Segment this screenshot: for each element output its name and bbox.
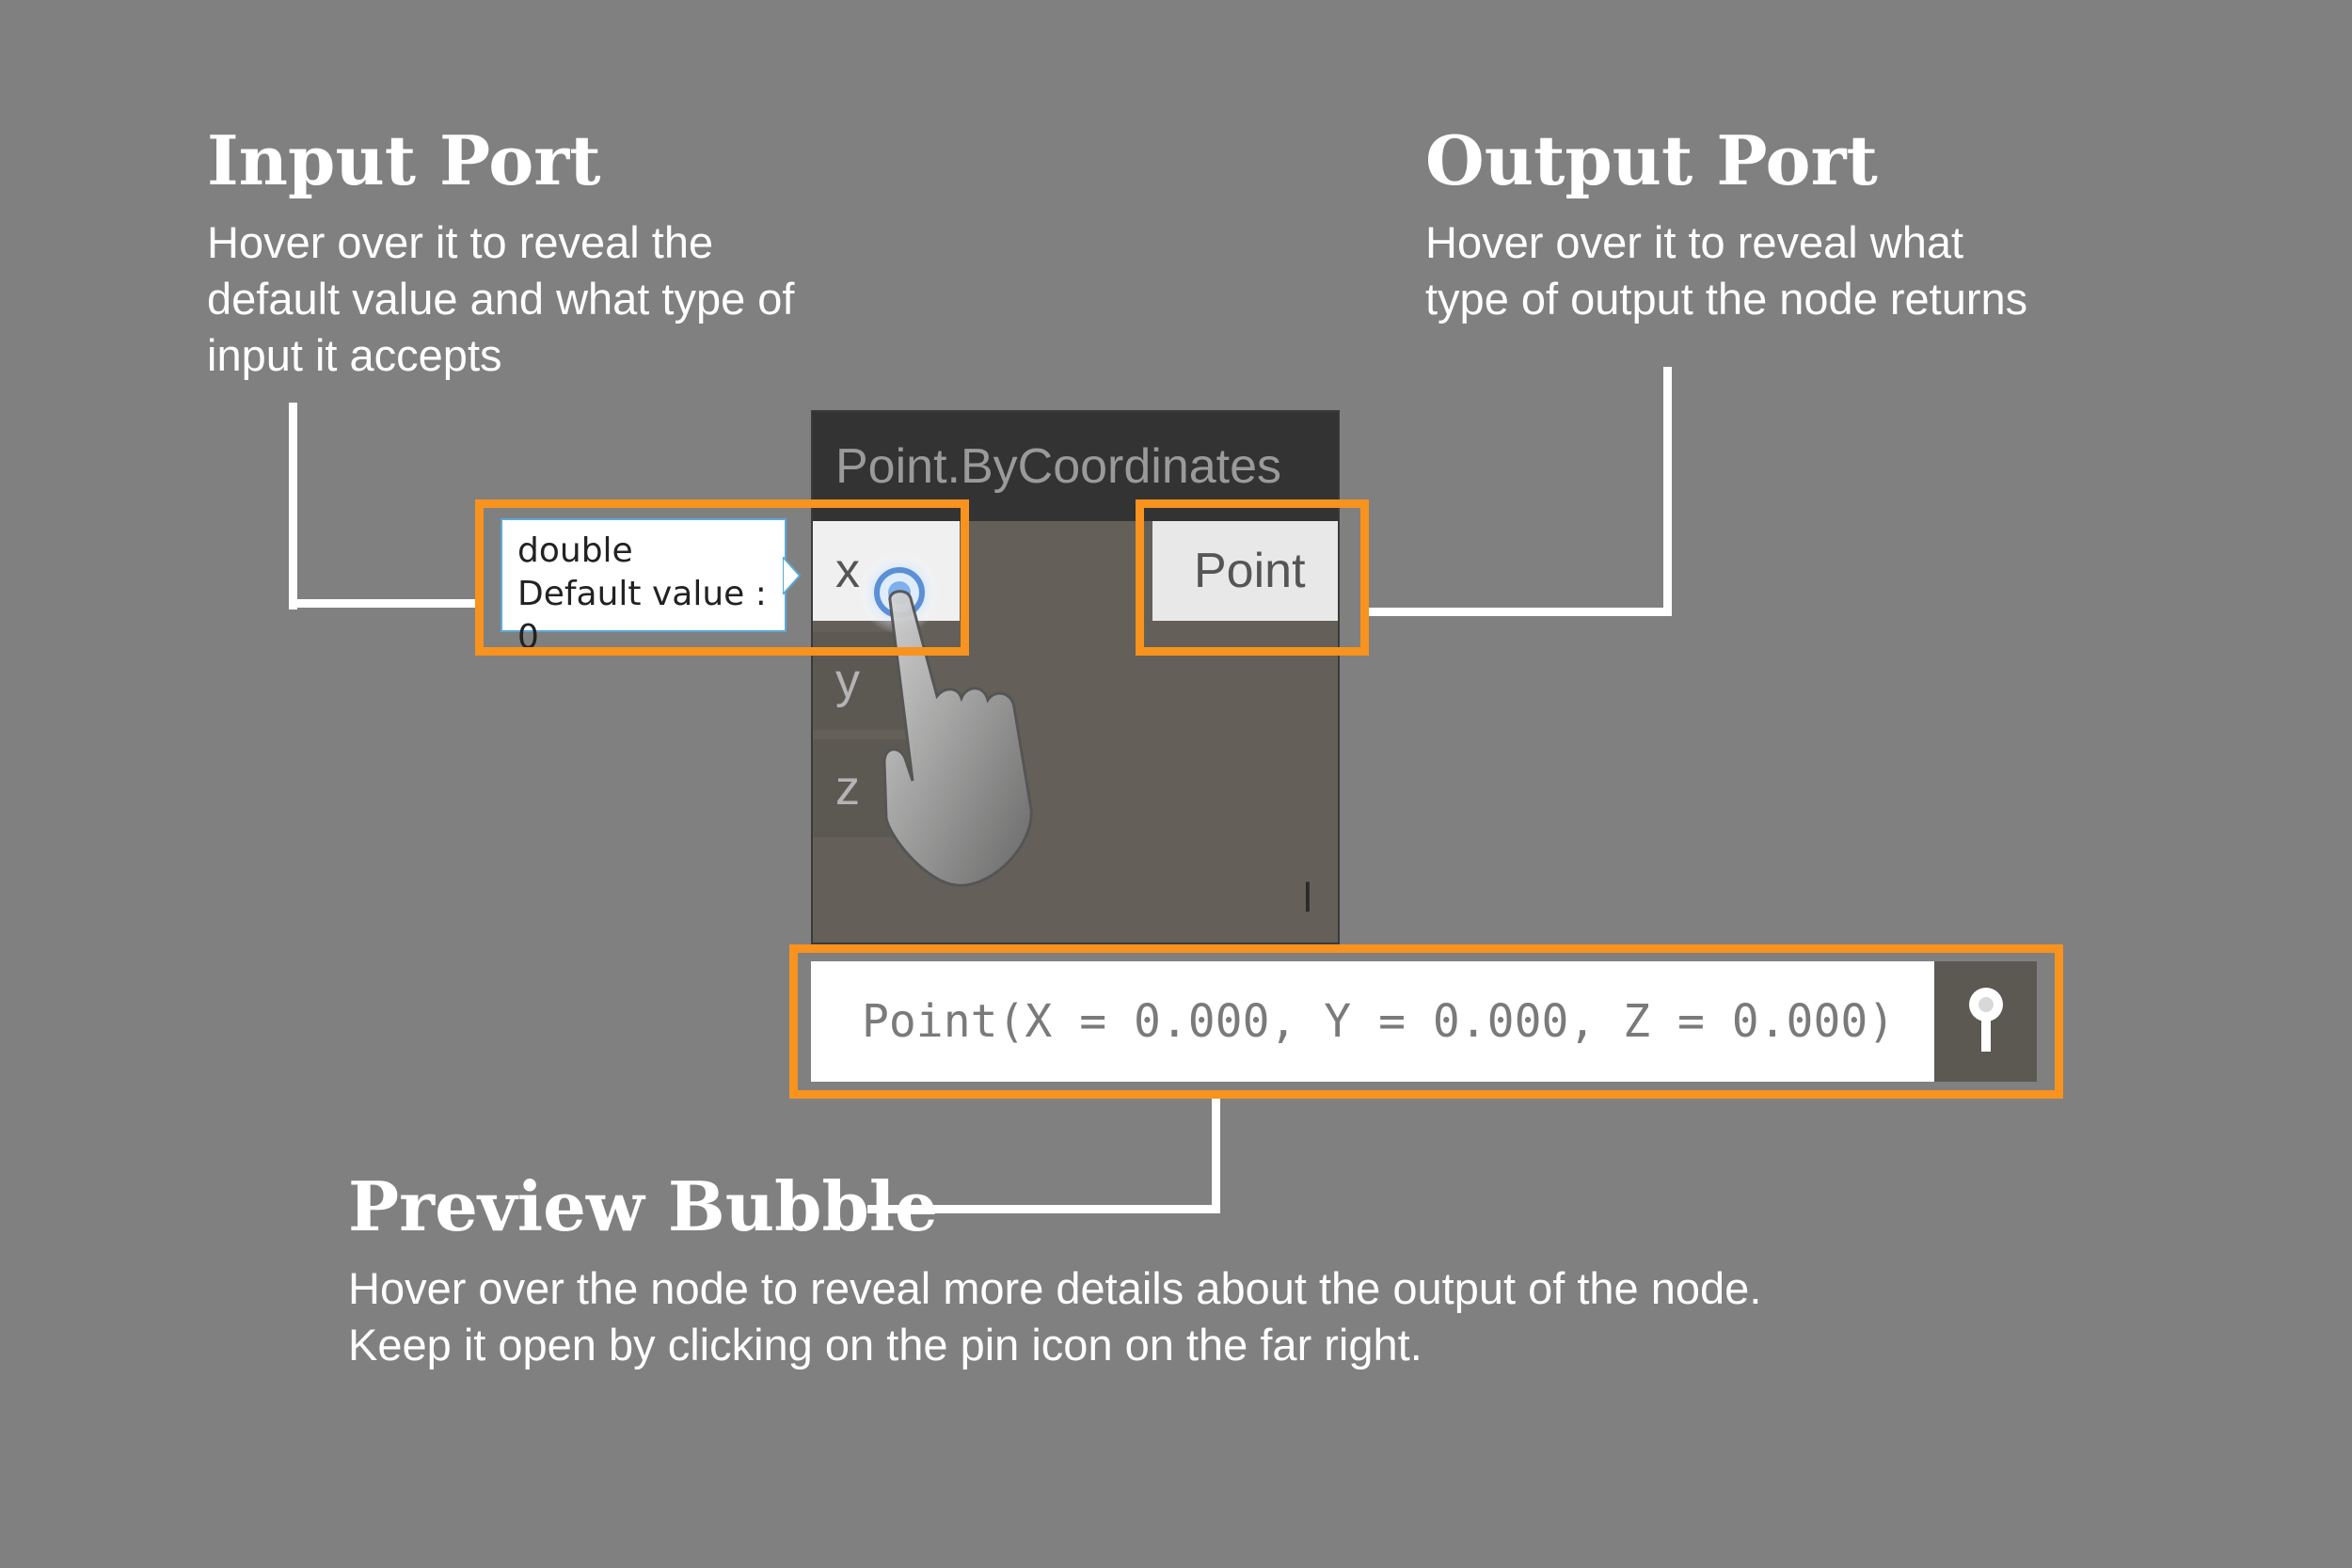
- tooltip-type: double: [517, 531, 633, 570]
- preview-bubble[interactable]: Point(X = 0.000, Y = 0.000, Z = 0.000): [811, 961, 1934, 1082]
- preview-connector: [1212, 1091, 1220, 1213]
- node[interactable]: [811, 410, 1340, 944]
- input-port-connector-h: [289, 599, 477, 608]
- output-port-connector-h: [1367, 608, 1672, 616]
- preview-bubble-description: Hover over the node to reveal more detai…: [348, 1263, 1762, 1370]
- output-port-point[interactable]: Point: [1152, 521, 1338, 621]
- hand-cursor-icon: [858, 551, 1033, 887]
- input-port-connector: [289, 403, 297, 610]
- lacing-marker: l: [1303, 875, 1312, 921]
- input-port-highlight: [475, 499, 969, 656]
- output-port-connector: [1663, 367, 1672, 616]
- output-port-highlight: [1136, 499, 1369, 656]
- input-port-heading: Input Port: [207, 120, 601, 200]
- preview-bubble-heading: Preview Bubble: [348, 1166, 938, 1246]
- tooltip-arrow-icon: [783, 557, 802, 594]
- tooltip-default: Default value : 0: [517, 575, 767, 657]
- pin-button[interactable]: [1934, 961, 2037, 1082]
- pin-icon[interactable]: [1963, 984, 2010, 1059]
- output-port-heading: Output Port: [1425, 120, 1878, 200]
- output-port-description: Hover over it to reveal what type of out…: [1425, 217, 2028, 324]
- input-port-description: Hover over it to reveal the default valu…: [207, 217, 795, 380]
- preview-connector-h: [867, 1205, 1220, 1213]
- preview-bubble-highlight: [789, 944, 2063, 1099]
